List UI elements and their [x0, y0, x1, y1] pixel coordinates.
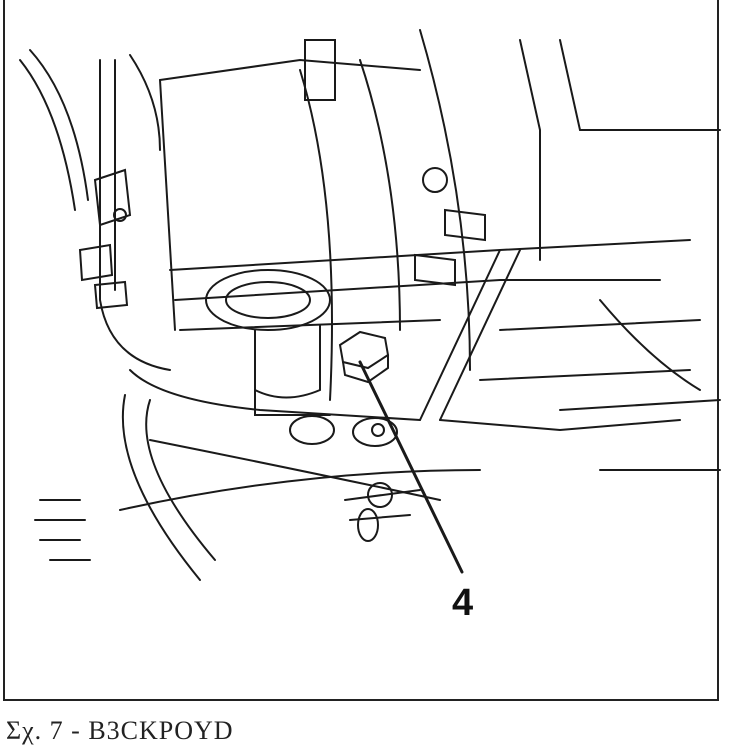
callout-label-drain-plug: 4 [452, 582, 474, 624]
figure-caption: Σχ. 7 - B3CKPOYD [6, 716, 234, 745]
figure-frame [3, 0, 719, 701]
